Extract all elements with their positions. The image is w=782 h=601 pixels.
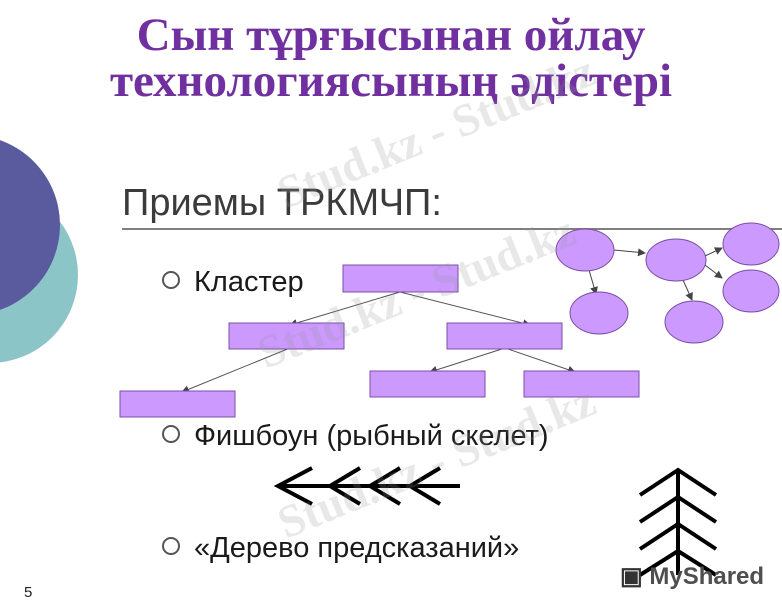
cluster-diagram [119,264,640,418]
bullet-label: Кластер [194,266,304,298]
cluster-box [523,370,640,398]
bubble-node [645,238,707,282]
bullet-dot-icon [162,537,180,556]
connector-line [181,347,291,394]
bullet-prediction-tree: «Дерево предсказаний» [162,532,519,565]
bullet-label: «Дерево предсказаний» [194,532,520,564]
slide-number: 5 [24,584,33,601]
bubble-diagram [555,222,780,344]
cluster-box [446,322,563,350]
bullet-dot-icon [162,271,180,290]
connector-line [704,247,723,257]
connector-line [399,291,531,328]
tree-icon [638,467,718,577]
bubble-node [722,222,780,266]
bubble-node [722,269,780,313]
bubble-node [569,291,629,335]
bullet-label: Фишбоун (рыбный скелет) [194,420,549,452]
myshared-logo: ▣ MyShared [620,562,764,591]
cluster-box [228,322,345,350]
title-line-2: технологиясының әдістері [109,55,673,107]
bullet-dot-icon [162,425,180,444]
connector-line [429,347,506,374]
presentation-icon: ▣ [620,563,643,590]
cluster-box [342,264,459,293]
subtitle: Приемы ТРКМЧП: [122,182,442,224]
connector-line [588,269,598,295]
bullet-fishbone: Фишбоун (рыбный скелет) [162,420,549,453]
bullet-cluster: Кластер [162,266,304,299]
connector-line [504,347,576,374]
connector-line [682,279,693,301]
connector-line [289,291,401,327]
blue-circle [0,140,60,310]
connector-line [613,248,646,257]
cluster-box [369,370,486,398]
title-line-1: Сын тұрғысынан ойлау [136,9,646,61]
divider [122,228,782,230]
cluster-box [119,390,236,418]
bubble-node [664,300,724,344]
fishbone-icon [273,466,460,506]
logo-text: MyShared [649,563,765,590]
bubble-node [555,228,615,272]
connector-line [704,264,723,279]
